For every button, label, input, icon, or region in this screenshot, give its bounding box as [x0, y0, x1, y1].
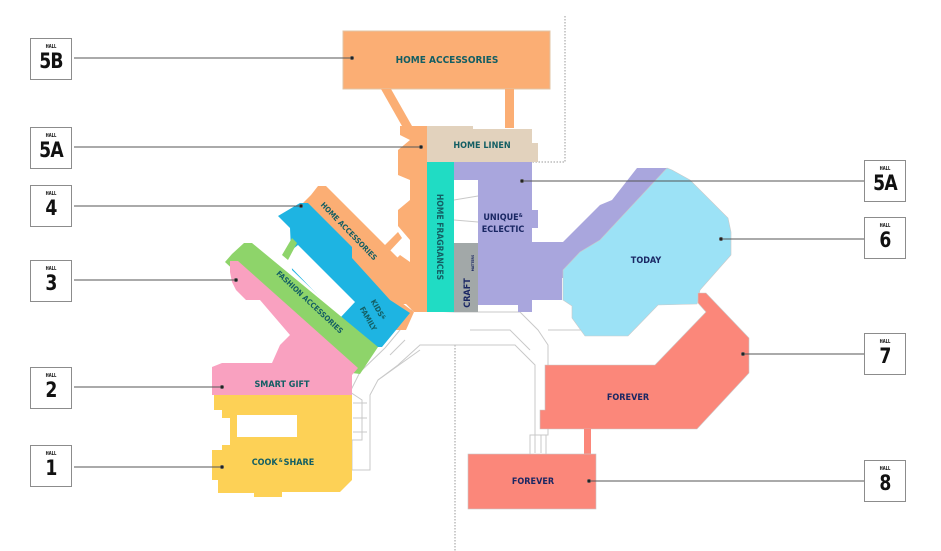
zone-label-forever-8: FOREVER	[512, 477, 555, 487]
hall-prefix: HALL	[879, 223, 891, 229]
hall-number: 6	[879, 228, 891, 252]
hall-number: 8	[879, 471, 891, 495]
hall-label-6[interactable]: HALL 6	[864, 217, 906, 259]
zone-smart-gift[interactable]	[212, 261, 358, 395]
inset	[282, 245, 355, 318]
hall-label-3[interactable]: HALL 3	[30, 260, 72, 302]
zone-label-today: TODAY	[631, 256, 662, 266]
zone-cook-share[interactable]	[212, 395, 352, 497]
zone-label-cook-share: COOK&SHARE	[252, 458, 315, 468]
zone-label-craft: CRAFT	[463, 278, 473, 308]
hall-number: 5A	[39, 138, 63, 162]
zone-forever-8[interactable]	[467, 453, 597, 510]
hall-number: 5A	[873, 171, 897, 195]
connector	[584, 429, 591, 454]
hall-label-8[interactable]: HALL 8	[864, 460, 906, 502]
hall-number: 1	[45, 456, 57, 480]
zone-label-smart-gift: SMART GIFT	[254, 380, 310, 390]
zone-home-fragrances[interactable]	[427, 162, 454, 312]
hall-number: 7	[879, 344, 891, 368]
leader-lines	[74, 56, 864, 483]
zone-label-eclectic: ECLECTIC	[482, 225, 525, 235]
zone-home-linen[interactable]	[427, 126, 538, 162]
hall-prefix: HALL	[879, 466, 891, 472]
hall-number: 4	[45, 196, 57, 220]
zone-today[interactable]	[562, 167, 732, 337]
hall-prefix: HALL	[879, 166, 891, 172]
hall-label-1[interactable]: HALL 1	[30, 445, 72, 487]
inset	[237, 415, 297, 437]
hall-label-2[interactable]: HALL 2	[30, 367, 72, 409]
zone-label-home-linen: HOME LINEN	[453, 141, 511, 151]
hall-prefix: HALL	[45, 44, 57, 50]
zone-craft[interactable]	[454, 243, 478, 312]
zone-home-accessories-5b[interactable]	[342, 30, 551, 128]
zone-label-home-fragrances: HOME FRAGRANCES	[434, 194, 444, 280]
hall-number: 2	[45, 378, 57, 402]
hall-label-4[interactable]: HALL 4	[30, 185, 72, 227]
zone-kids-family[interactable]	[278, 203, 410, 347]
zone-forever-7[interactable]	[539, 292, 750, 430]
zone-label-forever-7: FOREVER	[607, 393, 650, 403]
hall-prefix: HALL	[45, 373, 57, 379]
hall-label-7[interactable]: HALL 7	[864, 333, 906, 375]
zone-unique-eclectic[interactable]	[454, 162, 667, 312]
zone-home-accessories-4[interactable]	[302, 186, 414, 330]
zone-label-unique: UNIQUE&	[483, 213, 522, 223]
hall-label-5a-right[interactable]: HALL 5A	[864, 160, 906, 202]
hall-prefix: HALL	[45, 451, 57, 457]
hall-label-5b[interactable]: HALL 5B	[30, 38, 72, 80]
hall-label-5a-left[interactable]: HALL 5A	[30, 127, 72, 169]
connector	[282, 238, 297, 260]
zone-label-home-accessories-5b: HOME ACCESSORIES	[396, 55, 499, 66]
hall-number: 3	[45, 271, 57, 295]
hall-prefix: HALL	[879, 339, 891, 345]
zone-label-craft-small: MATTERS	[471, 254, 475, 271]
inset	[454, 180, 478, 243]
hall-prefix: HALL	[45, 133, 57, 139]
hall-prefix: HALL	[45, 191, 57, 197]
hall-prefix: HALL	[45, 266, 57, 272]
zone-fashion-accessories[interactable]	[225, 243, 378, 374]
hall-number: 5B	[39, 49, 63, 73]
